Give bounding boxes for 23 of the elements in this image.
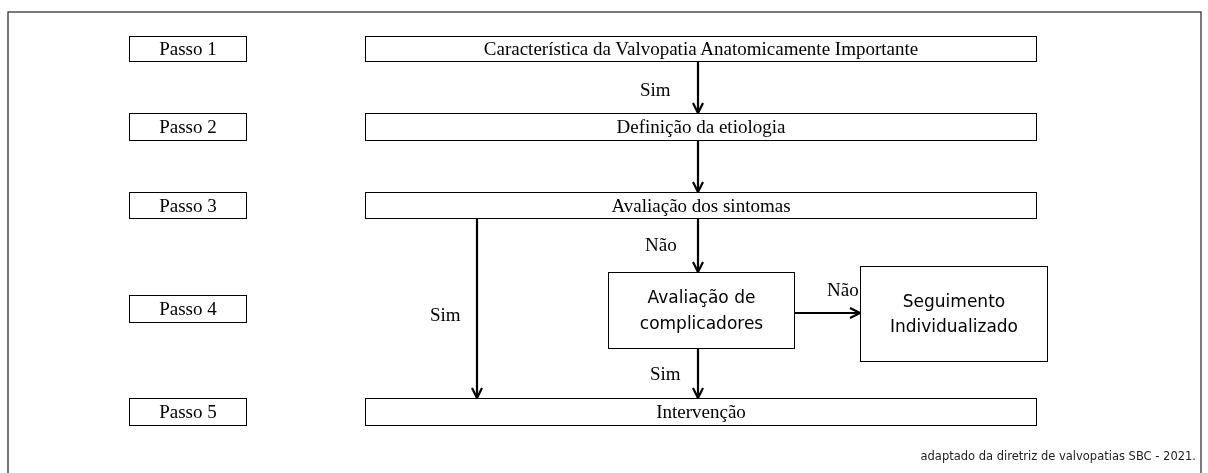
process-box: Característica da Valvopatia Anatomicamente Importante [365,36,1037,62]
edge-label: Sim [430,305,461,324]
edge-label: Sim [650,364,681,383]
caption: adaptado da diretriz de valvopatias SBC - 2021. [920,449,1196,463]
arrow [691,62,705,115]
edge-label: Sim [640,80,671,99]
arrow [470,219,484,400]
edge-label: Não [645,235,677,254]
step-box: Passo 5 [129,398,247,426]
step-box: Passo 4 [129,295,247,323]
process-box: Avaliação dos sintomas [365,192,1037,219]
process-box: Intervenção [365,398,1037,426]
process-box: Seguimento Individualizado [860,266,1048,362]
edge-label: Não [827,280,859,299]
process-box: Definição da etiologia [365,113,1037,141]
arrow [691,349,705,400]
arrow [795,306,862,320]
arrow [691,219,705,274]
step-box: Passo 1 [129,36,247,62]
step-box: Passo 2 [129,113,247,141]
arrow [691,141,705,194]
step-box: Passo 3 [129,192,247,219]
process-box: Avaliação de complicadores [608,272,795,349]
